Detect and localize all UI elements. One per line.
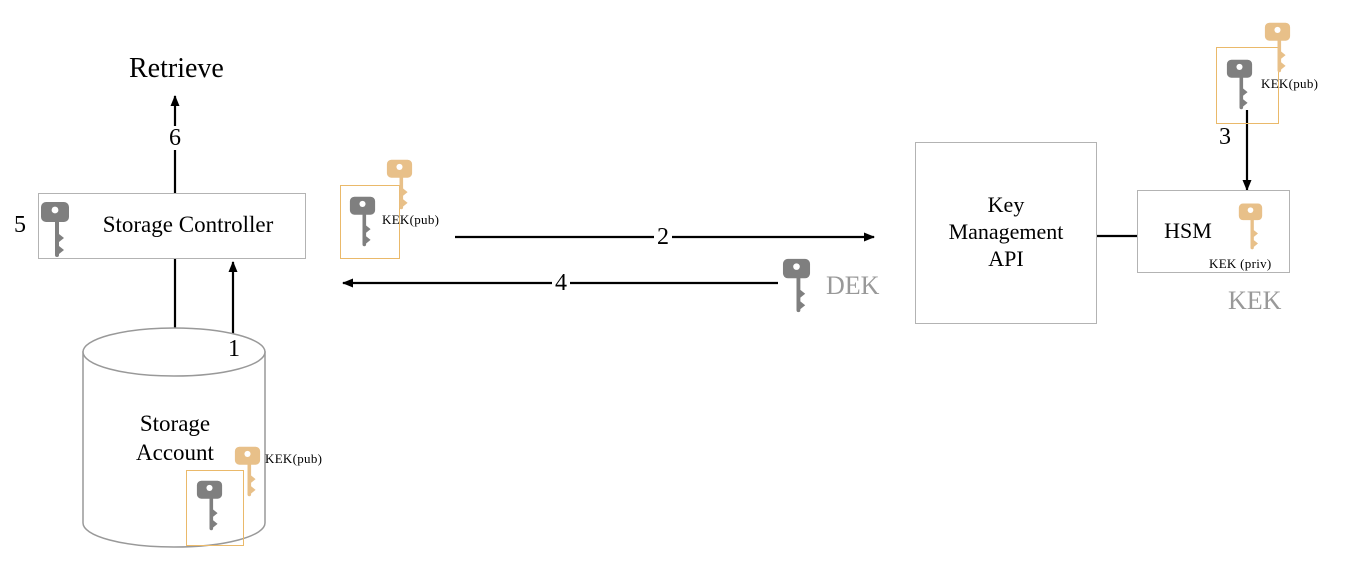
key-icon-gray-storage-controller (40, 200, 70, 258)
node-hsm-label: HSM (1164, 218, 1212, 243)
node-key-management-api-label-line3: API (988, 246, 1024, 271)
step-label-4: 4 (552, 271, 570, 295)
node-key-management-api-label-line2: Management (948, 219, 1064, 244)
key-icon-gray-top-right (1226, 57, 1253, 111)
step-label-1: 1 (225, 337, 243, 361)
node-storage-account-label-line1: Storage (139, 411, 211, 436)
kek-priv-label-hsm: KEK (priv) (1209, 256, 1272, 271)
key-icon-orange-hsm (1238, 201, 1263, 251)
node-key-management-api-label-line1: Key (987, 192, 1025, 217)
dek-label: DEK (826, 271, 880, 300)
key-icon-gray-dek (782, 256, 811, 314)
node-hsm[interactable] (1137, 190, 1290, 273)
kek-pub-label-top-right: KEK(pub) (1261, 76, 1319, 91)
step-label-6: 6 (166, 126, 184, 150)
node-key-management-api[interactable] (915, 142, 1097, 324)
key-icon-orange-left (386, 157, 413, 211)
node-storage-controller-label: Storage Controller (102, 212, 274, 237)
step-label-3: 3 (1216, 125, 1234, 149)
key-icon-gray-left (349, 194, 376, 248)
kek-pub-label-storage-account: KEK(pub) (265, 451, 323, 466)
retrieve-label: Retrieve (129, 53, 224, 84)
step-label-2: 2 (654, 225, 672, 249)
key-icon-orange-storage-account (234, 444, 261, 498)
node-storage-controller[interactable] (38, 193, 306, 259)
kek-pub-box-left (340, 185, 400, 259)
hsm-caption-kek: KEK (1228, 286, 1282, 315)
key-icon-orange-top-right (1264, 20, 1291, 74)
kek-pub-box-storage-account (186, 470, 244, 546)
kek-pub-box-top-right (1216, 47, 1279, 124)
kek-pub-label-left: KEK(pub) (382, 212, 440, 227)
node-storage-account-label-line2: Account (136, 440, 214, 465)
step-label-5: 5 (11, 213, 29, 237)
key-icon-gray-storage-account (196, 478, 223, 532)
